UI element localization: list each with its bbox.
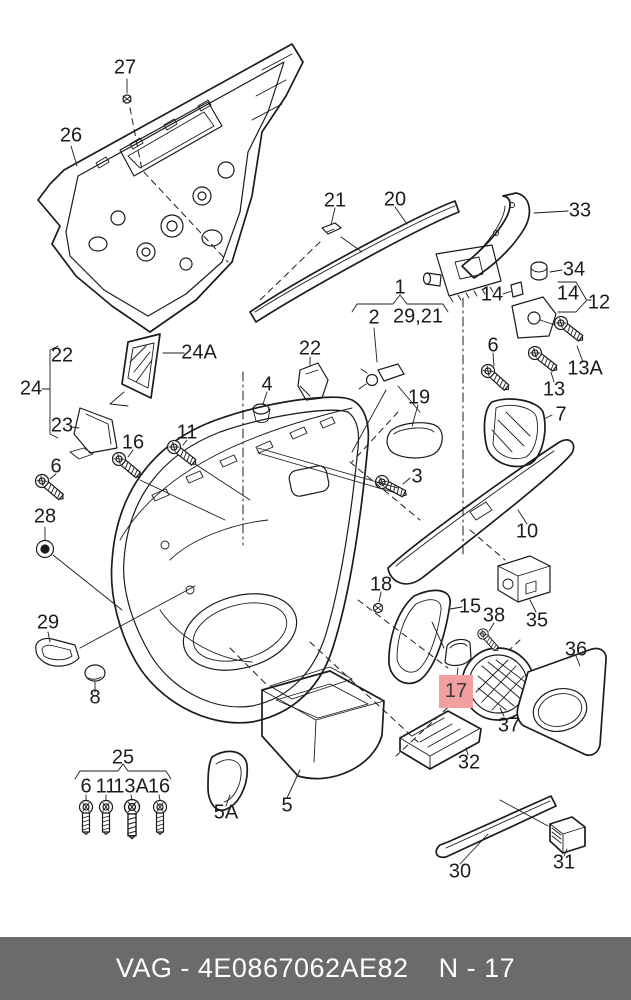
- part-8-plug: [84, 664, 106, 693]
- part-2-clip: [351, 363, 421, 453]
- part-35-window-switch: [497, 555, 551, 613]
- bracket-1-group: [351, 294, 449, 363]
- part-10-armrest: [387, 439, 575, 585]
- part-33-grab-handle: [461, 192, 569, 279]
- exploded-diagram-line-art: [32, 43, 607, 865]
- part-29-hook: [35, 585, 196, 667]
- footer-part-code: VAG - 4E0867062AE82: [115, 953, 409, 983]
- part-5-storage-box: [261, 666, 385, 799]
- part-31-connector: [499, 799, 586, 857]
- footer-page-ref: N - 17: [438, 953, 516, 983]
- part-19-pad: [351, 404, 443, 463]
- highlight-17-label: 17: [444, 680, 468, 702]
- part-30-rod: [435, 795, 557, 865]
- part-28-nut: [35, 526, 123, 611]
- part-32-tray: [399, 710, 482, 770]
- footer-bar: VAG - 4E0867062AE82 N - 17: [0, 937, 631, 1000]
- part-18-grommet: [372, 591, 384, 614]
- part-34-clip-nut: [530, 261, 563, 281]
- part-21-clip: [257, 207, 363, 303]
- part-23-wedge: [69, 407, 118, 460]
- part-17-cover: [444, 638, 472, 677]
- part-5A-cup: [207, 750, 249, 811]
- part-26-inner-frame: [37, 43, 304, 333]
- part-15-map-pocket: [388, 589, 463, 685]
- part-12-bracket-group: [511, 281, 592, 339]
- part-24A-mirror-triangle: [109, 333, 185, 407]
- highlight-17[interactable]: 17: [439, 675, 473, 708]
- part-handle-escutcheon: [422, 244, 524, 303]
- part-7-pull-pocket: [483, 398, 553, 468]
- part-27-clip: [122, 78, 229, 263]
- part-20-trim-strip: [249, 200, 460, 323]
- part-door-panel: [110, 396, 399, 724]
- part-36-speaker-trim: [516, 647, 607, 756]
- bracket-24-group: [41, 345, 59, 439]
- bracket-25-group: [74, 763, 172, 780]
- part-22-cap: [297, 356, 329, 401]
